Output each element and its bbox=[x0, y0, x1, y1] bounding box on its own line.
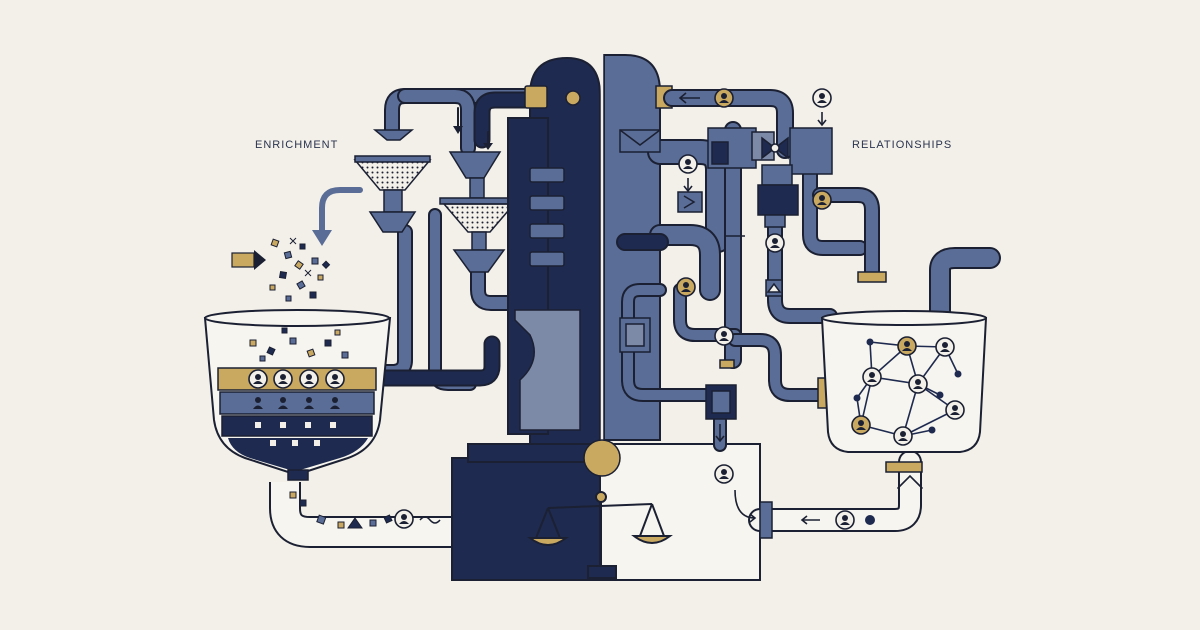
flow-arrows bbox=[678, 92, 827, 525]
pipe-profiles bbox=[676, 88, 875, 530]
balance-scale bbox=[527, 491, 673, 579]
enrichment-label: ENRICHMENT bbox=[255, 139, 339, 151]
right-pipes bbox=[616, 89, 1001, 532]
relationships-label: RELATIONSHIPS bbox=[852, 139, 953, 151]
raw-data-confetti bbox=[269, 237, 331, 302]
enrichment-tank bbox=[203, 309, 392, 481]
filter-funnel-lower bbox=[439, 151, 519, 273]
input-arrow bbox=[231, 250, 266, 270]
filter-funnel-upper bbox=[353, 129, 432, 233]
valves bbox=[619, 127, 923, 539]
relationships-tank bbox=[820, 310, 988, 453]
left-pipes bbox=[312, 88, 549, 391]
